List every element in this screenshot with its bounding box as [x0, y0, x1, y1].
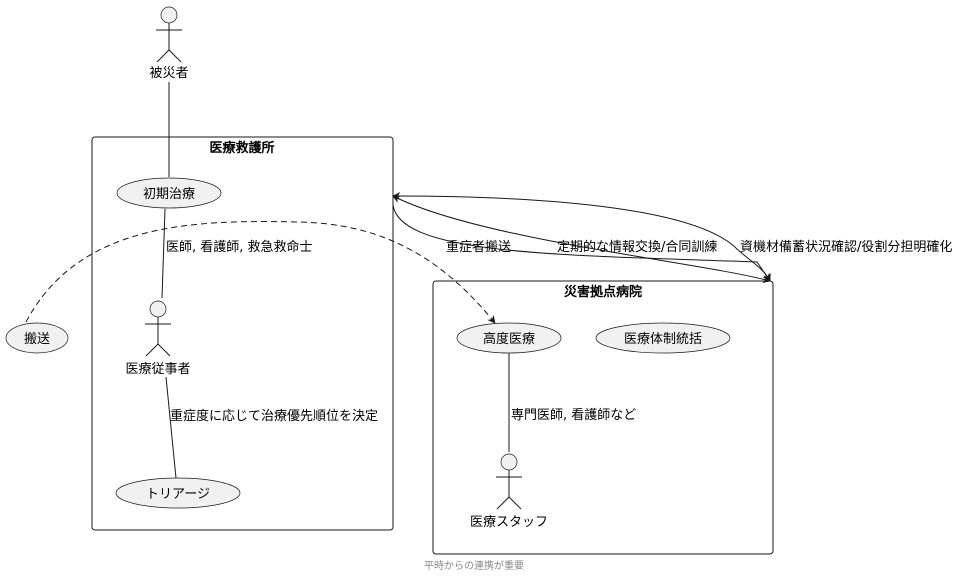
usecase-advanced-care: 高度医療: [456, 322, 562, 354]
info-exchange-label: 定期的な情報交換/合同訓練: [557, 239, 717, 255]
usecase-triage-label: トリアージ: [146, 487, 210, 502]
resource-check-label: 資機材備蓄状況確認/役割分担明確化: [740, 239, 952, 255]
severe-transport-label: 重症者搬送: [446, 239, 511, 255]
worker-triage-line: [165, 376, 177, 479]
usecase-medical-command: 医療体制統括: [595, 322, 731, 354]
hospital-staff-label: 専門医師, 看護師など: [511, 407, 636, 423]
diagram-footer: 平時からの連携が重要: [424, 559, 524, 572]
person-icon: [156, 6, 182, 63]
treatment-worker-line: [161, 208, 166, 299]
usecase-transport-label: 搬送: [24, 332, 50, 347]
resource-check-arrow: [392, 192, 771, 282]
hospital-title: 災害拠点病院: [564, 284, 642, 300]
triage-note-label: 重症度に応じて治療優先順位を決定: [170, 408, 378, 424]
medical-worker-actor: 医療従事者: [125, 300, 191, 377]
medical-worker-label: 医療従事者: [125, 362, 190, 377]
victim-actor: 被災者: [149, 6, 189, 81]
usecase-initial-treatment-label: 初期治療: [143, 187, 195, 202]
medical-staff-actor: 医療スタッフ: [470, 453, 548, 530]
usecase-advanced-care-label: 高度医療: [483, 331, 535, 347]
usecase-medical-command-label: 医療体制統括: [624, 332, 702, 347]
usecase-initial-treatment: 初期治療: [116, 177, 222, 209]
info-exchange-arrow: [392, 195, 771, 283]
clinic-staff-label: 医師, 看護師, 救急救命士: [166, 239, 313, 255]
clinic-title: 医療救護所: [209, 140, 274, 156]
person-icon: [496, 453, 522, 510]
person-icon: [145, 300, 171, 357]
usecase-transport: 搬送: [5, 322, 69, 354]
usecase-triage: トリアージ: [115, 477, 241, 509]
victim-label: 被災者: [149, 66, 188, 81]
clinic-box: 医療救護所: [91, 136, 394, 531]
medical-staff-label: 医療スタッフ: [470, 515, 548, 530]
transport-link: [25, 221, 496, 324]
